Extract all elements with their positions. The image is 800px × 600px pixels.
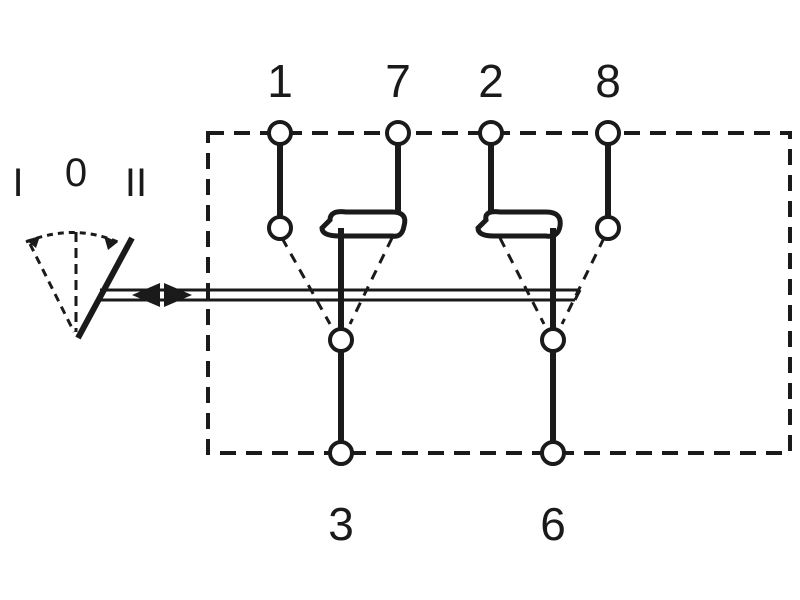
fixed-contact-1 [267,215,293,241]
terminal-6 [540,440,566,466]
terminal-label-2: 2 [478,55,504,107]
terminal-label-3: 3 [328,498,354,550]
pivot-contact-3 [328,327,354,353]
terminal-7 [385,120,411,146]
contact-group-right [475,136,611,450]
terminal-2 [478,120,504,146]
rocker-actuator-symbol [25,230,135,340]
terminal-label-1: 1 [267,55,293,107]
terminal-label-7: 7 [385,55,411,107]
position-label-0: 0 [65,151,87,195]
linkage-arrow-left [132,283,160,307]
terminal-8 [595,120,621,146]
terminal-label-6: 6 [540,498,566,550]
mechanical-linkage [100,283,582,307]
position-label-i: I [12,161,23,205]
linkage-arrow-right [164,283,192,307]
position-label-ii: II [125,161,147,205]
fixed-contact-8 [595,215,621,241]
switch-housing-outline [206,131,792,455]
terminal-label-8: 8 [595,55,621,107]
terminal-1 [267,120,293,146]
bridge-contact-left [319,209,408,239]
terminal-3 [328,440,354,466]
pivot-contact-6 [540,327,566,353]
bridge-contact-right [475,209,563,239]
contact-group-left [277,136,408,450]
